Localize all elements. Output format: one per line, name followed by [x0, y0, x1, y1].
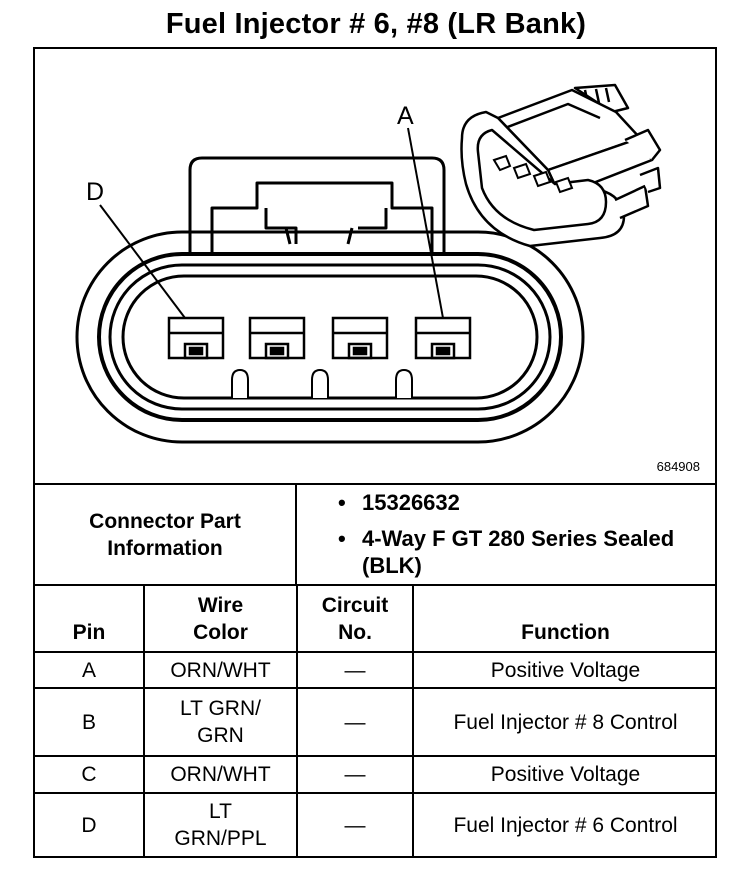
connector-diagram: D A [75, 83, 662, 444]
table-rule [33, 483, 717, 485]
table-row-d-circuit: — [344, 813, 366, 837]
table-rule [412, 584, 414, 858]
table-rule [33, 687, 717, 689]
pin-terminal-a [414, 316, 472, 360]
pin-terminal-d [167, 316, 225, 360]
table-row-b-wire-color: LT GRN/ GRN [180, 697, 261, 747]
table-row-d-pin: D [81, 813, 97, 837]
table-row-a-circuit: — [344, 658, 366, 682]
header-pin: Pin [72, 621, 106, 644]
header-wire-color: Wire Color [193, 593, 248, 644]
table-rule [33, 755, 717, 757]
table-row-a-wire-color: ORN/WHT [170, 658, 271, 682]
figure-number: 684908 [656, 459, 700, 474]
connector-info-label: Connector Part Information [89, 509, 241, 560]
table-row-a-pin: A [81, 658, 96, 682]
table-rule [296, 584, 298, 858]
table-rule [143, 584, 145, 858]
header-function: Function [521, 621, 610, 644]
connector-info-list: 15326632 4-Way F GT 280 Series Sealed (B… [338, 489, 708, 588]
table-row-c-pin: C [81, 763, 97, 786]
connector-part-number: 15326632 [338, 489, 708, 516]
table-rule [33, 651, 717, 653]
table-row-b-circuit: — [344, 710, 366, 734]
table-row-c-function: Positive Voltage [490, 763, 641, 786]
connector-frame [33, 47, 717, 858]
table-rule [33, 584, 717, 586]
table-rule [33, 792, 717, 794]
table-row-c-wire-color: ORN/WHT [170, 763, 271, 786]
table-row-c-circuit: — [344, 763, 366, 786]
table-row-d-function: Fuel Injector # 6 Control [453, 813, 678, 837]
connector-seal [97, 252, 563, 422]
header-circuit-no: Circuit No. [321, 593, 389, 644]
pin-terminal-b [331, 316, 389, 360]
connector-description: 4-Way F GT 280 Series Sealed (BLK) [338, 525, 708, 579]
page-title: Fuel Injector # 6, #8 (LR Bank) [165, 8, 587, 40]
leader-line-d [99, 204, 186, 319]
connector-latch [210, 181, 434, 253]
table-row-b-pin: B [81, 710, 96, 734]
pin-label-a: A [397, 102, 414, 130]
table-row-a-function: Positive Voltage [490, 658, 641, 682]
pin-terminal-c [248, 316, 306, 360]
connector-outer-shell [75, 230, 585, 444]
connector-lock-tab [188, 156, 446, 253]
table-row-b-function: Fuel Injector # 8 Control [453, 710, 678, 734]
table-rule [295, 483, 297, 586]
pin-label-d: D [86, 178, 104, 206]
leader-line-a [407, 127, 444, 319]
connector-3d-view [460, 83, 662, 248]
table-row-d-wire-color: LT GRN/PPL [174, 800, 267, 850]
